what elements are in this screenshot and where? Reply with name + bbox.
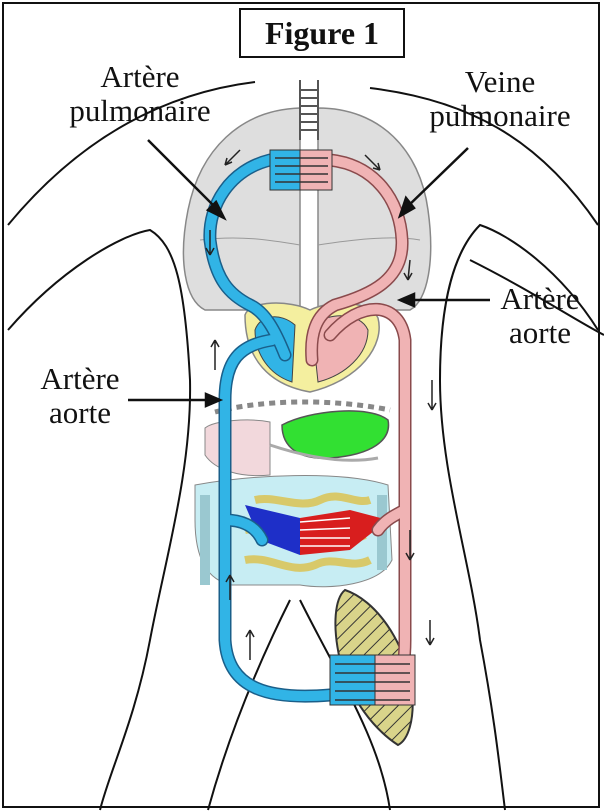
label-line: Artère <box>40 60 240 94</box>
label-line: Veine <box>400 65 600 99</box>
label-line: aorte <box>480 316 600 350</box>
label-artere-pulmonaire: Artère pulmonaire <box>40 60 240 128</box>
label-line: Artère <box>480 282 600 316</box>
figure-title: Figure 1 <box>239 8 405 58</box>
label-artere-aorte-left: Artère aorte <box>20 362 140 430</box>
digestive-upper <box>205 411 389 476</box>
label-line: pulmonaire <box>400 99 600 133</box>
label-line: aorte <box>20 396 140 430</box>
trachea <box>300 80 318 140</box>
label-line: pulmonaire <box>40 94 240 128</box>
muscle-capillaries <box>330 655 415 705</box>
diaphragm <box>215 402 390 412</box>
label-artere-aorte-right: Artère aorte <box>480 282 600 350</box>
label-veine-pulmonaire: Veine pulmonaire <box>400 65 600 133</box>
label-line: Artère <box>20 362 140 396</box>
lung-capillaries <box>270 150 332 190</box>
stomach <box>282 411 389 458</box>
left-lung <box>183 108 300 310</box>
